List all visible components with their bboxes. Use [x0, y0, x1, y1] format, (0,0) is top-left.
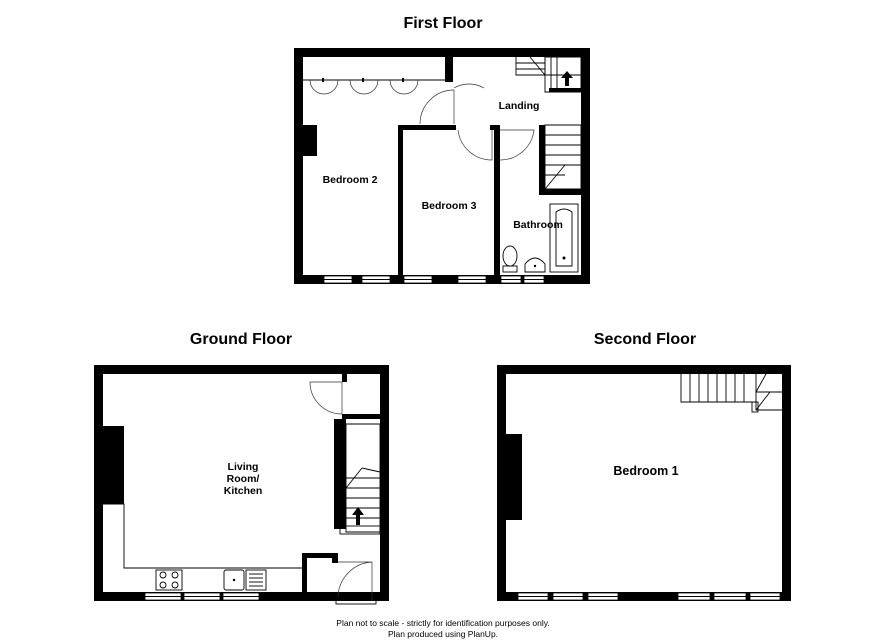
ff-bed3-top-wall [398, 125, 456, 130]
ff-toilet [502, 245, 518, 273]
room-label-landing: Landing [499, 100, 540, 112]
second-floor-title: Second Floor [594, 331, 696, 348]
gf-wall-top [94, 365, 389, 374]
gf-windows [144, 592, 260, 601]
ff-door-jamb [490, 125, 500, 130]
sf-chimney-breast [506, 434, 522, 520]
footer-credit: Plan produced using PlanUp. [388, 629, 498, 639]
ff-bedroom3-door [457, 129, 493, 161]
first-floor-title: First Floor [403, 15, 482, 32]
sf-wall-bottom [497, 592, 791, 601]
ff-wardrobe-divider-3 [402, 78, 404, 82]
ff-wall-right [581, 48, 590, 284]
room-label-bedroom-3: Bedroom 3 [422, 200, 477, 212]
ff-wardrobe-door-2 [349, 79, 379, 95]
gf-entry-left-wall [302, 553, 307, 592]
ff-stair-wall [539, 125, 545, 195]
gf-sink [223, 569, 267, 591]
ff-stairs-top [515, 56, 582, 93]
room-label-bathroom: Bathroom [513, 219, 563, 231]
room-label-bedroom-2: Bedroom 2 [323, 174, 378, 186]
sf-windows [517, 592, 781, 601]
sf-wall-left [497, 365, 506, 601]
gf-wall-right [380, 365, 389, 601]
gf-chimney-breast [103, 426, 124, 504]
second-floor-plan: Second Floor [497, 331, 791, 601]
room-label-bedroom-1: Bedroom 1 [613, 464, 678, 478]
ff-bathroom-door [499, 129, 535, 161]
sf-wall-top [497, 365, 791, 374]
ground-floor-plan: Ground Floor [94, 331, 389, 605]
ff-stair-up-arrow-icon [561, 71, 573, 86]
ff-bed3-left-wall [398, 125, 403, 275]
gf-kitchen-counter [103, 503, 302, 569]
gf-lobby-door [309, 381, 343, 415]
sf-stairs [680, 373, 782, 413]
room-label-living-line2: Room/ [227, 473, 260, 485]
gf-hob [155, 569, 183, 591]
gf-stair-up-arrow-icon [352, 507, 364, 525]
ff-landing-door-arc [453, 83, 485, 89]
ff-wardrobe-divider-1 [322, 78, 324, 82]
ff-wardrobe-door-3 [389, 79, 419, 95]
gf-stair-top-wall [342, 414, 380, 419]
gf-entry-right-stub [332, 553, 338, 563]
ff-landing-wall-stub [445, 57, 453, 82]
room-label-living-line3: Kitchen [224, 485, 263, 497]
gf-entry-top-wall [302, 553, 338, 558]
ff-wall-top [294, 48, 590, 57]
room-label-living-line1: Living [228, 461, 259, 473]
gf-lobby-wall-stub [342, 374, 347, 382]
ff-bedroom2-door [419, 89, 455, 125]
gf-doorstep [335, 595, 377, 605]
sf-wall-right [782, 365, 791, 601]
gf-stairs [339, 423, 381, 535]
ff-bathtub [549, 203, 579, 273]
gf-stair-side-wall [334, 419, 346, 529]
ff-bath-left-wall [494, 125, 500, 275]
ff-bath-top-wall [539, 189, 581, 195]
ff-stairs-lower [544, 124, 582, 190]
gf-wall-left [94, 365, 103, 601]
gf-front-door [337, 561, 373, 600]
ff-basin [524, 257, 546, 273]
ff-wall-bottom [294, 275, 590, 284]
ff-wardrobe-divider-2 [362, 78, 364, 82]
first-floor-plan: First Floor [294, 15, 590, 284]
ground-floor-title: Ground Floor [190, 331, 292, 348]
ff-wardrobe-door-1 [309, 79, 339, 95]
ff-chimney-breast [303, 125, 317, 156]
footer-disclaimer: Plan not to scale - strictly for identif… [336, 618, 549, 628]
ff-windows [323, 275, 545, 284]
ff-wall-left [294, 48, 303, 284]
